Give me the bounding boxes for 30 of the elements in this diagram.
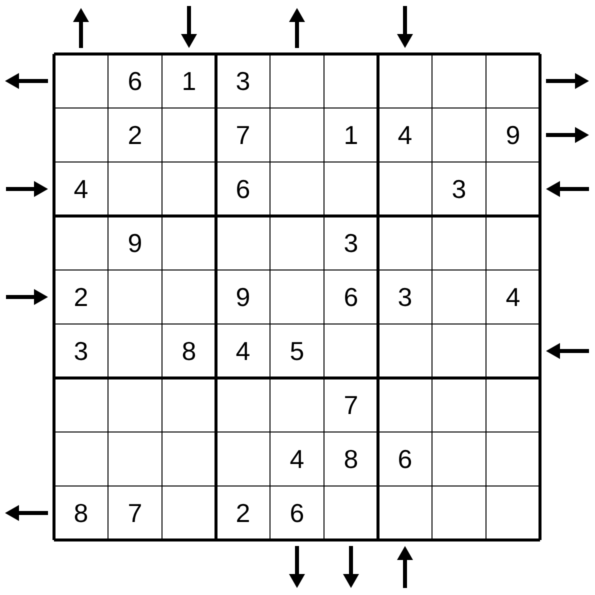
given-digit: 9 xyxy=(506,122,520,148)
given-digit: 3 xyxy=(74,338,88,364)
given-digit: 2 xyxy=(74,284,88,310)
given-digit: 5 xyxy=(290,338,304,364)
given-digit: 6 xyxy=(236,176,250,202)
given-digit: 1 xyxy=(344,122,358,148)
given-digit: 4 xyxy=(506,284,520,310)
given-digit: 7 xyxy=(236,122,250,148)
given-digit: 6 xyxy=(398,446,412,472)
given-digit: 9 xyxy=(128,230,142,256)
given-digit: 4 xyxy=(290,446,304,472)
given-digit: 1 xyxy=(182,68,196,94)
given-digit: 7 xyxy=(128,500,142,526)
given-digit: 6 xyxy=(344,284,358,310)
given-digit: 2 xyxy=(236,500,250,526)
given-digit: 3 xyxy=(236,68,250,94)
given-digit: 3 xyxy=(344,230,358,256)
given-digit: 6 xyxy=(290,500,304,526)
given-digit: 3 xyxy=(452,176,466,202)
given-digit: 3 xyxy=(398,284,412,310)
given-digit: 8 xyxy=(182,338,196,364)
given-digit: 4 xyxy=(236,338,250,364)
given-digit: 4 xyxy=(74,176,88,202)
given-digit: 6 xyxy=(128,68,142,94)
given-digit: 8 xyxy=(74,500,88,526)
given-digit: 2 xyxy=(128,122,142,148)
given-digit: 8 xyxy=(344,446,358,472)
given-digit: 4 xyxy=(398,122,412,148)
given-digit: 7 xyxy=(344,392,358,418)
given-digit: 9 xyxy=(236,284,250,310)
